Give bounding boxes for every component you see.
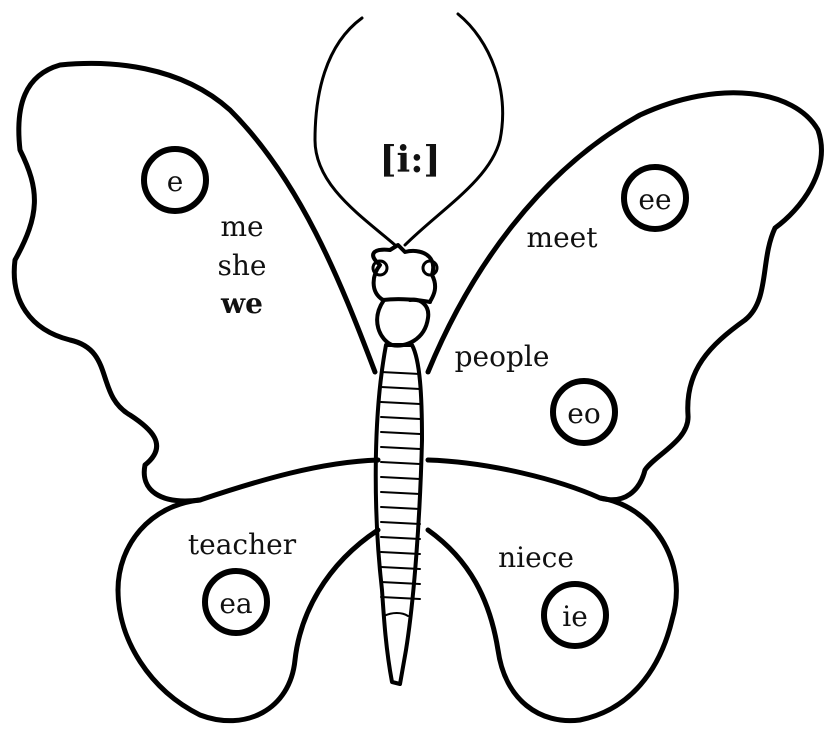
abdomen-stripe	[381, 507, 420, 509]
abdomen-stripe	[381, 402, 420, 404]
upper-right-wing	[428, 93, 821, 500]
sound-label: [i:]	[379, 139, 440, 181]
abdomen-stripe	[381, 462, 420, 464]
word-people: people	[455, 340, 550, 373]
lower-right-wing	[428, 498, 676, 721]
left-antenna	[315, 18, 395, 245]
grapheme-eo: eo	[567, 397, 600, 430]
grapheme-ea: ea	[219, 587, 252, 620]
word-meet: meet	[527, 221, 599, 254]
word-we: we	[220, 287, 263, 320]
abdomen-stripe	[381, 492, 420, 494]
right-antenna	[405, 14, 503, 245]
word-she: she	[218, 249, 267, 282]
upper-left-wing	[14, 63, 378, 501]
abdomen-stripe	[381, 417, 420, 419]
butterfly-abdomen	[376, 345, 422, 684]
abdomen-stripe	[381, 387, 420, 389]
abdomen-stripe	[381, 432, 420, 434]
butterfly-thorax	[377, 300, 428, 346]
word-teacher: teacher	[188, 528, 297, 561]
abdomen-stripe	[381, 372, 420, 374]
abdomen-stripe	[381, 447, 420, 449]
grapheme-ee: ee	[638, 183, 671, 216]
abdomen-stripe	[381, 537, 420, 539]
abdomen-stripe	[381, 522, 420, 524]
abdomen-tip-line	[384, 613, 408, 616]
word-niece: niece	[498, 541, 574, 574]
grapheme-e: e	[167, 165, 184, 198]
word-me: me	[220, 210, 263, 243]
grapheme-ie: ie	[562, 600, 588, 633]
abdomen-stripe	[381, 552, 420, 554]
abdomen-stripe	[381, 477, 420, 479]
